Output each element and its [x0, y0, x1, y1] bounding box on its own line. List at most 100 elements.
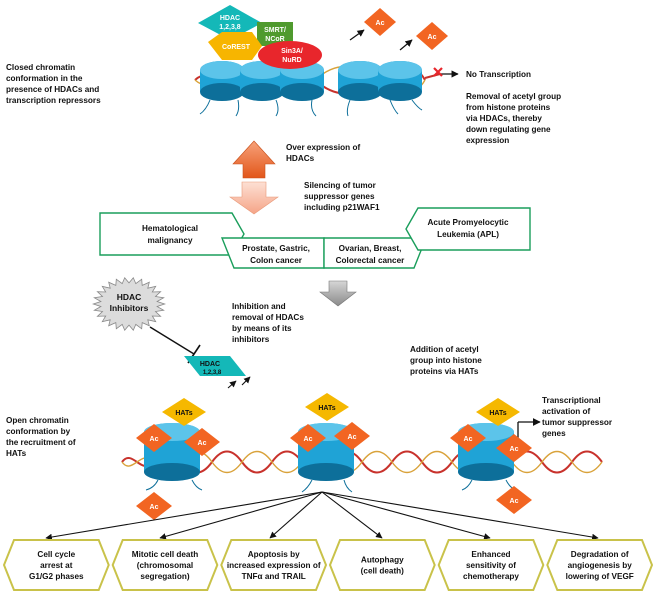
outcome-box: Enhanced sensitivity of chemotherapy	[437, 539, 545, 591]
cancer-box-hematological: Hematological malignancy	[99, 212, 245, 256]
outcome-box: Mitotic cell death (chromosomal segregatio…	[111, 539, 219, 591]
svg-text:HATs: HATs	[175, 410, 192, 417]
svg-text:Hematological: Hematological	[142, 224, 198, 233]
top-histone-cluster	[199, 61, 423, 117]
outcome-line: arrest at	[40, 561, 73, 570]
up-arrow-overexpression	[232, 140, 276, 179]
outcome-line: lowering of VEGF	[566, 572, 634, 581]
hats-shape	[305, 393, 349, 421]
svg-text:Ac: Ac	[150, 436, 159, 443]
sin3a-label-line1: Sin3A/	[281, 48, 303, 55]
outcome-box: Degradation of angiogenesis by lowering of…	[546, 539, 654, 591]
ac-diamond: Ac	[184, 428, 220, 456]
svg-text:HDAC: HDAC	[200, 361, 220, 368]
outcome-line: angiogenesis by	[568, 561, 633, 570]
removal-acetyl-label: Removal of acetyl group from histone pro…	[466, 86, 566, 145]
hdac-inhibitors-starburst: HDAC Inhibitors	[92, 276, 166, 332]
histone	[378, 61, 422, 101]
no-transcription-marker: No Transcription	[433, 67, 531, 79]
outcome-line: Cell cycle	[37, 550, 75, 559]
ac-diamond: Ac	[496, 486, 532, 514]
ac-diamond: Ac	[334, 422, 370, 450]
svg-text:Acute Promyelocytic: Acute Promyelocytic	[428, 218, 509, 227]
outcome-line: Autophagy	[361, 556, 404, 565]
svg-text:HATs: HATs	[318, 405, 335, 412]
hdac-shape	[198, 5, 262, 40]
cancer-box-prostate: Prostate, Gastric, Colon cancer	[220, 237, 325, 269]
svg-text:Ac: Ac	[198, 440, 207, 447]
outcome-boxes: Cell cycle arrest at G1/G2 phases Mitotic c…	[2, 539, 654, 591]
cancer-box-apl: Acute Promyelocytic Leukemia (APL)	[405, 207, 531, 251]
cancer-box-ovarian: Ovarian, Breast, Colorectal cancer	[323, 237, 428, 269]
outcome-line: segregation)	[140, 572, 189, 581]
transcriptional-activation-label: Transcriptional activation of tumor supp…	[542, 390, 617, 438]
hdac-label-line2: 1,2,3,8	[219, 24, 241, 31]
addition-acetyl-label: Addition of acetyl group into histone pr…	[410, 339, 486, 376]
svg-text:Ac: Ac	[510, 498, 519, 505]
corest-label: CoREST	[222, 44, 251, 51]
svg-text:Prostate, Gastric,: Prostate, Gastric,	[242, 244, 310, 253]
corest-shape	[208, 32, 262, 60]
svg-text:1,2,3,8: 1,2,3,8	[203, 370, 222, 376]
ac-shape	[416, 22, 448, 50]
svg-text:Colorectal cancer: Colorectal cancer	[336, 256, 406, 265]
ac-diamond: Ac	[136, 492, 172, 520]
outcome-line: Degradation of	[571, 550, 629, 559]
inhibitors-line2: Inhibitors	[110, 303, 149, 313]
outcome-line: sensitivity of	[466, 561, 516, 570]
outcome-line: (chromosomal	[137, 561, 193, 570]
closed-chromatin-label: Closed chromatin conformation in the pre…	[6, 57, 104, 105]
svg-text:Ac: Ac	[510, 446, 519, 453]
top-released-ac: Ac Ac	[349, 8, 448, 51]
open-chromatin-label: Open chromatin conformation by the recru…	[6, 410, 80, 458]
sin3a-shape	[258, 41, 322, 69]
outcome-line: increased expression of	[227, 561, 321, 570]
outcome-line: TNFα and TRAIL	[242, 572, 306, 581]
outcome-arrows	[45, 491, 599, 541]
outcome-line: G1/G2 phases	[29, 572, 84, 581]
sin3a-label-line2: NuRD	[282, 57, 301, 64]
no-transcription-label: No Transcription	[466, 70, 531, 79]
svg-text:Ac: Ac	[304, 436, 313, 443]
svg-text:Colon cancer: Colon cancer	[250, 256, 303, 265]
outcome-line: Mitotic cell death	[132, 550, 198, 559]
hats-center: HATs	[305, 393, 349, 421]
silencing-label: Silencing of tumor suppressor genes incl…	[304, 175, 380, 212]
outcome-line: Apoptosis by	[248, 550, 300, 559]
down-arrow-gray	[319, 280, 357, 307]
svg-text:Ac: Ac	[348, 434, 357, 441]
hats-shape	[162, 398, 206, 426]
hats-left: HATs	[162, 398, 206, 426]
outcome-box: Autophagy (cell death)	[328, 539, 436, 591]
svg-text:Ac: Ac	[464, 436, 473, 443]
outcome-line: Enhanced	[471, 550, 510, 559]
ac-diamond: Ac	[290, 424, 326, 452]
outcome-box: Cell cycle arrest at G1/G2 phases	[2, 539, 110, 591]
svg-text:malignancy: malignancy	[147, 236, 192, 245]
hats-right: HATs	[476, 398, 520, 426]
inhibition-label: Inhibition and removal of HDACs by means…	[232, 296, 308, 344]
svg-text:HATs: HATs	[489, 410, 506, 417]
ac-shape	[364, 8, 396, 36]
hdac-label-line1: HDAC	[220, 15, 240, 22]
outcome-line: (cell death)	[361, 567, 404, 576]
top-hdac-complex: HDAC 1,2,3,8 SMRT/ NCoR CoREST Sin3A/ Nu…	[198, 5, 322, 69]
histone	[200, 61, 244, 101]
outcome-box: Apoptosis by increased expression of TNFα …	[220, 539, 328, 591]
svg-text:Ovarian, Breast,: Ovarian, Breast,	[339, 244, 402, 253]
bottom-hdac-released: HDAC 1,2,3,8	[184, 356, 251, 389]
ac-diamond: Ac	[136, 424, 172, 452]
ac-label: Ac	[376, 20, 385, 27]
histone	[240, 61, 284, 101]
ac-label: Ac	[428, 34, 437, 41]
hdac-shape	[184, 356, 246, 376]
outcome-line: chemotherapy	[463, 572, 519, 581]
overexpression-label: Over expression of HDACs	[286, 137, 365, 163]
histone	[338, 61, 382, 101]
ac-diamond: Ac	[496, 434, 532, 462]
bottom-ac-group: Ac Ac Ac Ac Ac Ac Ac Ac	[136, 422, 532, 520]
down-arrow-silencing	[229, 181, 279, 215]
hats-shape	[476, 398, 520, 426]
svg-text:Ac: Ac	[150, 504, 159, 511]
